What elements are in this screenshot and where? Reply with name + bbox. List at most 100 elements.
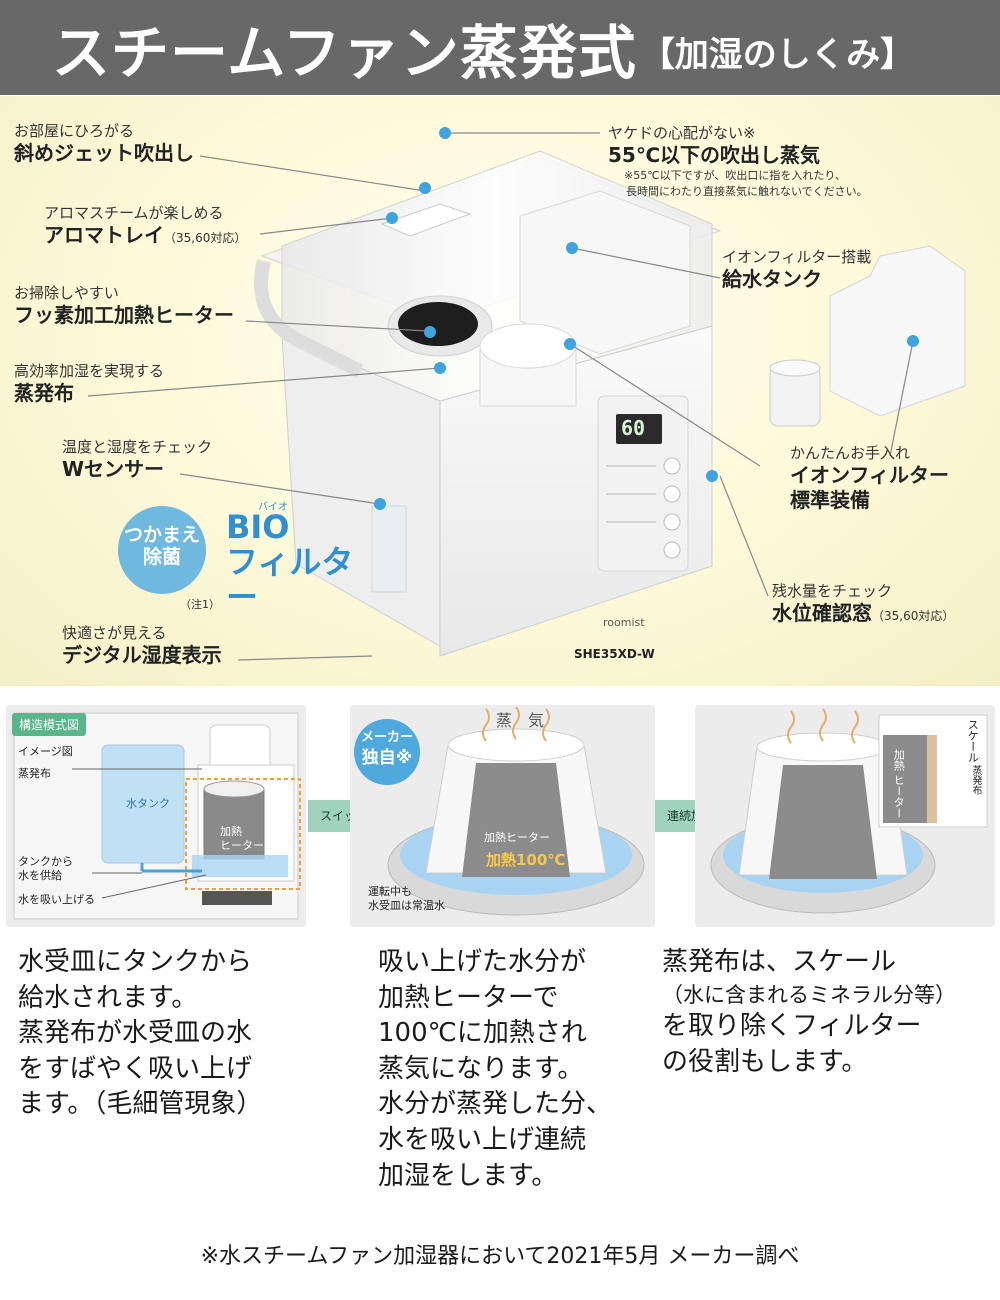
callout-tank-big: 給水タンク [722, 266, 822, 291]
callout-aroma-big: アロマトレイ（35,60対応） [44, 223, 246, 248]
col1-line: 蒸発布が水受皿の水 [18, 1018, 253, 1049]
col3-line: の役割もします。 [662, 1046, 868, 1077]
col3-line: 蒸発布は、スケール [662, 947, 897, 977]
callout-safe-big: 55℃以下の吹出し蒸気 [608, 142, 821, 167]
col2-line: 水を吸い上げ連続 [378, 1125, 587, 1156]
water-note: 運転中も 水受皿は常温水 [368, 885, 445, 914]
text-column-3: 蒸発布は、スケール （水に含まれるミネラル分等） を取り除くフィルター の役割も… [662, 945, 992, 1081]
temp-label: 加熱100℃ [486, 851, 566, 869]
col3-paren: （水に含まれるミネラル分等） [662, 982, 956, 1007]
bio-badge-line1: つかまえ [123, 524, 200, 546]
cloth-label: 蒸発布 [18, 767, 51, 780]
heating-diagram [387, 706, 645, 916]
col2-line: 蒸気になります。 [378, 1053, 584, 1084]
heater-label: 加熱 ヒーター [220, 825, 264, 854]
bio-title: BIO フィルター [226, 508, 368, 617]
heater-label-p2: 加熱ヒーター [484, 831, 550, 844]
callout-aroma-big-text: アロマトレイ [44, 222, 164, 247]
image-label: イメージ図 [18, 745, 73, 758]
callout-ion: かんたんお手入れ イオンフィルター 標準装備 [790, 444, 949, 513]
callout-heater: お掃除しやすい フッ素加工加熱ヒーター [14, 284, 234, 328]
col2-line: 吸い上げた水分が [378, 947, 587, 977]
callout-aroma-note: （35,60対応） [164, 230, 247, 245]
callout-tank-small: イオンフィルター搭載 [722, 248, 872, 266]
callout-safe-fine2: 長時間にわたり直接蒸気に触れないでください。 [626, 184, 868, 198]
tank-label: 水タンク [126, 797, 170, 810]
callout-jet-small: お部屋にひろがる [14, 122, 135, 140]
humidifier-illustration [87, 127, 966, 661]
col2-line: 加湿をします。 [378, 1160, 558, 1191]
col1-line: ます。（毛細管現象） [18, 1089, 263, 1120]
cloth-label-p3: 蒸発布 [970, 765, 981, 795]
page-title: スチームファン蒸発式 [52, 18, 637, 87]
callout-heater-big: フッ素加工加熱ヒーター [14, 302, 234, 327]
steam-label: 蒸 気 [496, 711, 545, 730]
callout-safe: ヤケドの心配がない※ 55℃以下の吹出し蒸気 ※55℃以下ですが、吹出口に指を入… [608, 124, 868, 200]
callout-sensor: 温度と湿度をチェック Wセンサー [62, 438, 212, 482]
bio-filter-badge: つかまえ 除菌 バイオ BIO フィルター （注1） [118, 502, 368, 617]
structure-diagram [13, 712, 301, 920]
callout-safe-small: ヤケドの心配がない※ [608, 124, 756, 142]
callout-window-small: 残水量をチェック [772, 582, 893, 600]
callout-window: 残水量をチェック 水位確認窓（35,60対応） [772, 582, 954, 626]
heater-label-p3-1: 加熱 [892, 749, 906, 771]
heater-label-p3: 加熱 ヒーター [891, 749, 905, 819]
col3-line: を取り除くフィルター [662, 1011, 922, 1042]
callout-heater-small: お掃除しやすい [14, 284, 119, 302]
page-header: スチームファン蒸発式 【加湿のしくみ】 [0, 0, 1000, 95]
structure-tag: 構造模式図 [12, 713, 87, 736]
supply-label: タンクから 水を供給 [18, 855, 73, 884]
callout-cloth-big: 蒸発布 [14, 380, 74, 405]
suck-label: 水を吸い上げる [18, 893, 95, 906]
diagram-panel-structure: 構造模式図 イメージ図 蒸発布 水タンク 加熱 ヒーター タンクから 水を供給 … [6, 705, 306, 927]
supply-label-2: 水を供給 [18, 869, 62, 883]
col1-line: をすばやく吸い上げ [18, 1053, 253, 1084]
water-note-2: 水受皿は常温水 [368, 899, 445, 913]
col1-line: 水受皿にタンクから [18, 947, 253, 977]
scale-label: スケール [966, 719, 980, 763]
footer-note: ※水スチームファン加湿器において2021年5月 メーカー調べ [200, 1244, 800, 1269]
callout-ion-big1: イオンフィルター [790, 462, 949, 487]
page-subtitle: 【加湿のしくみ】 [640, 35, 915, 75]
bio-note: （注1） [180, 598, 220, 611]
callout-window-note: （35,60対応） [872, 608, 955, 623]
callout-tank: イオンフィルター搭載 給水タンク [722, 248, 871, 292]
maker-badge-line1: メーカー [360, 730, 413, 745]
humidity-display-value: 60 [621, 416, 646, 440]
col2-line: 水分が蒸発した分、 [378, 1089, 613, 1120]
callout-sensor-big: Wセンサー [62, 456, 165, 481]
col2-line: 100℃に加熱され [378, 1018, 587, 1049]
bio-capture-badge: つかまえ 除菌 [118, 506, 206, 594]
heater-label-1: 加熱 [220, 825, 242, 838]
text-column-2: 吸い上げた水分が 加熱ヒーターで 100℃に加熱され 蒸気になります。 水分が蒸… [378, 945, 663, 1194]
callout-display-small: 快適さが見える [62, 624, 167, 642]
callout-safe-fine1: ※55℃以下ですが、吹出口に指を入れたり、 [624, 168, 846, 182]
bio-badge-line2: 除菌 [142, 545, 181, 568]
water-note-1: 運転中も [368, 885, 412, 898]
callout-aroma-small: アロマスチームが楽しめる [44, 204, 224, 222]
bio-title-line1: BIO [226, 508, 290, 546]
callout-window-big: 水位確認窓（35,60対応） [772, 601, 954, 626]
heater-label-p3-2: ヒーター [892, 774, 906, 819]
diagram-panel-scale: スケール 加熱 ヒーター 蒸発布 [695, 705, 995, 927]
scale-diagram [710, 708, 988, 914]
callout-cloth: 高効率加湿を実現する 蒸発布 [14, 362, 164, 406]
callout-sensor-small: 温度と湿度をチェック [62, 438, 213, 456]
callout-cloth-small: 高効率加湿を実現する [14, 362, 165, 380]
col1-line: 給水されます。 [18, 982, 198, 1013]
callout-aroma: アロマスチームが楽しめる アロマトレイ（35,60対応） [44, 204, 246, 248]
callout-window-big-text: 水位確認窓 [772, 600, 872, 625]
product-illustration-area: お部屋にひろがる 斜めジェット吹出し アロマスチームが楽しめる アロマトレイ（3… [0, 96, 1000, 686]
supply-label-1: タンクから [18, 855, 73, 868]
diagram-panel-heating: メーカー 独自※ 蒸 気 加熱ヒーター 加熱100℃ 運転中も 水受皿は常温水 [350, 705, 655, 927]
bio-title-line2: フィルター [226, 543, 354, 617]
callout-display-big: デジタル湿度表示 [62, 642, 222, 667]
heater-label-2: ヒーター [220, 839, 264, 853]
col2-line: 加熱ヒーターで [378, 982, 559, 1013]
text-column-1: 水受皿にタンクから 給水されます。 蒸発布が水受皿の水 をすばやく吸い上げ ます… [18, 945, 338, 1123]
model-number: SHE35XD-W [574, 647, 655, 661]
callout-display: 快適さが見える デジタル湿度表示 [62, 624, 222, 668]
maker-badge-line2: 独自※ [361, 747, 413, 768]
callout-ion-big2: 標準装備 [790, 487, 870, 512]
brand-logo-text: roomist [603, 616, 645, 629]
